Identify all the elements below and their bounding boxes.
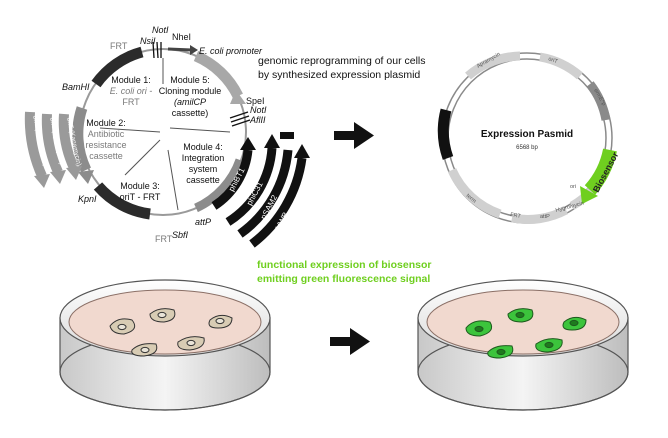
cell-nucleus-1 bbox=[117, 323, 127, 331]
feature-label-8: ori bbox=[570, 184, 576, 190]
cell-nucleus-4 bbox=[140, 346, 150, 354]
module2-line4: cassette bbox=[89, 151, 123, 161]
site-label-kpni: KpnI bbox=[78, 194, 97, 204]
module5-line4: cassette) bbox=[172, 108, 209, 118]
phic31-arrowhead bbox=[264, 134, 280, 148]
green-nucleus-3 bbox=[544, 341, 554, 349]
integration-arrows: phiBT1 phiC31 pSAM2 VWB bbox=[211, 132, 310, 248]
module2-segment bbox=[72, 106, 92, 173]
site-label-attp: attP bbox=[195, 217, 211, 227]
promoter-arrowhead bbox=[190, 45, 198, 55]
site-label-noti-right: NotI bbox=[250, 105, 267, 115]
module2-arrowhead bbox=[78, 170, 94, 184]
module4-line2: Integration bbox=[182, 153, 225, 163]
promoter-arrow bbox=[167, 47, 193, 52]
psam2-arc bbox=[237, 149, 293, 238]
feature-label-5: attP bbox=[540, 214, 550, 220]
module2-line2: Antibiotic bbox=[88, 129, 125, 139]
module2-title: Module 2: bbox=[86, 118, 126, 128]
plasmid-size: 6568 bp bbox=[516, 145, 538, 151]
site-label-frt-bottom: FRT bbox=[155, 234, 173, 244]
biosensor-arc bbox=[584, 148, 617, 195]
feature-label-6: FRT bbox=[510, 212, 522, 220]
feature-bottom bbox=[511, 205, 569, 224]
module3-title: Module 3: bbox=[120, 181, 160, 191]
resistance-arrows: oriT (Hygromycin) oriT (Apramycin) oriT … bbox=[24, 111, 82, 188]
res-arc-2 bbox=[41, 113, 63, 175]
phic31-arc bbox=[225, 147, 277, 226]
site-label-nsii: NsiI bbox=[140, 36, 156, 46]
module5-line2: Cloning module bbox=[159, 86, 222, 96]
bottom-arrow bbox=[330, 328, 370, 355]
feature-orit bbox=[539, 52, 583, 80]
top-arrow bbox=[334, 122, 374, 149]
module5-line3: (amilCP bbox=[174, 97, 206, 107]
site-label-nhei: NheI bbox=[172, 32, 191, 42]
site-label-aflii: AflII bbox=[249, 115, 266, 125]
module1-segment bbox=[91, 46, 144, 88]
module2-line3: resistance bbox=[85, 140, 126, 150]
biosensor-arrowhead bbox=[580, 186, 598, 204]
bottom-caption-line2: emitting green fluorescence signal bbox=[257, 273, 430, 285]
module-dividers bbox=[99, 58, 231, 211]
plasmid-title: Expression Pasmid bbox=[481, 129, 573, 140]
module1-title: Module 1: bbox=[111, 75, 151, 85]
site-label-noti-top: NotI bbox=[152, 25, 169, 35]
module4-line4: cassette bbox=[186, 175, 220, 185]
bottom-arrow-head bbox=[350, 328, 370, 355]
feature-ermep bbox=[586, 81, 611, 121]
cells-green bbox=[465, 308, 587, 359]
res-arrowhead-3 bbox=[66, 166, 82, 180]
site-label-sbfi: SbfI bbox=[172, 230, 189, 240]
feature-lower-left bbox=[447, 168, 502, 219]
site-label-ecoli-promoter: E. coli promoter bbox=[199, 46, 263, 56]
res-arc-3 bbox=[58, 113, 79, 171]
cell-nucleus-5 bbox=[215, 317, 225, 325]
green-nucleus-1 bbox=[474, 325, 484, 333]
module4-title: Module 4: bbox=[183, 142, 223, 152]
module5-arrowhead bbox=[230, 90, 246, 104]
feature-label-7: term bbox=[465, 193, 478, 205]
restriction-ticks bbox=[152, 41, 251, 127]
vwb-arc bbox=[249, 157, 307, 248]
green-nucleus-5 bbox=[569, 319, 579, 327]
site-label-frt-top: FRT bbox=[110, 41, 128, 51]
green-nucleus-2 bbox=[515, 311, 525, 319]
phibt1-arrowhead bbox=[240, 137, 256, 150]
module1-line2: E. coli ori - bbox=[110, 86, 153, 96]
top-caption-line2: by synthesized expression plasmid bbox=[258, 69, 420, 81]
res-arrowhead-2 bbox=[50, 170, 66, 184]
cells-plain bbox=[109, 308, 233, 357]
psam2-block bbox=[280, 132, 294, 139]
feature-label-2: oriT bbox=[547, 56, 559, 65]
petri-dish-after bbox=[417, 279, 629, 411]
module4-line3: system bbox=[189, 164, 218, 174]
phibt1-arc bbox=[211, 149, 253, 210]
left-plasmid-map: NotI NheI NsiI FRT E. coli promoter BamH… bbox=[24, 25, 310, 248]
top-arrow-shaft bbox=[334, 131, 356, 140]
cell-nucleus-2 bbox=[157, 311, 167, 319]
vwb-arrowhead bbox=[294, 144, 310, 158]
res-arrowhead-1 bbox=[34, 174, 50, 188]
module3-line2: oriT - FRT bbox=[120, 192, 161, 202]
petri-dish-before bbox=[59, 279, 271, 411]
module5-title: Module 5: bbox=[170, 75, 210, 85]
site-label-bamhi: BamHI bbox=[62, 82, 90, 92]
feature-dark-block bbox=[437, 108, 454, 160]
bottom-arrow-shaft bbox=[330, 337, 352, 346]
right-plasmid-map: Biosensor Apramycin oriT ermE*p Hygromyc… bbox=[437, 51, 621, 224]
green-nucleus-4 bbox=[496, 348, 506, 356]
bottom-caption-line1: functional expression of biosensor bbox=[257, 259, 431, 271]
cell-nucleus-3 bbox=[186, 339, 196, 347]
top-caption-line1: genomic reprogramming of our cells bbox=[258, 55, 426, 67]
top-arrow-head bbox=[354, 122, 374, 149]
module1-line3: FRT bbox=[122, 97, 140, 107]
res-arc-1 bbox=[24, 111, 47, 179]
feature-apramycin bbox=[465, 51, 521, 80]
module4-segment bbox=[194, 158, 245, 213]
module3-segment bbox=[93, 182, 151, 220]
site-label-spei: SpeI bbox=[246, 96, 265, 106]
